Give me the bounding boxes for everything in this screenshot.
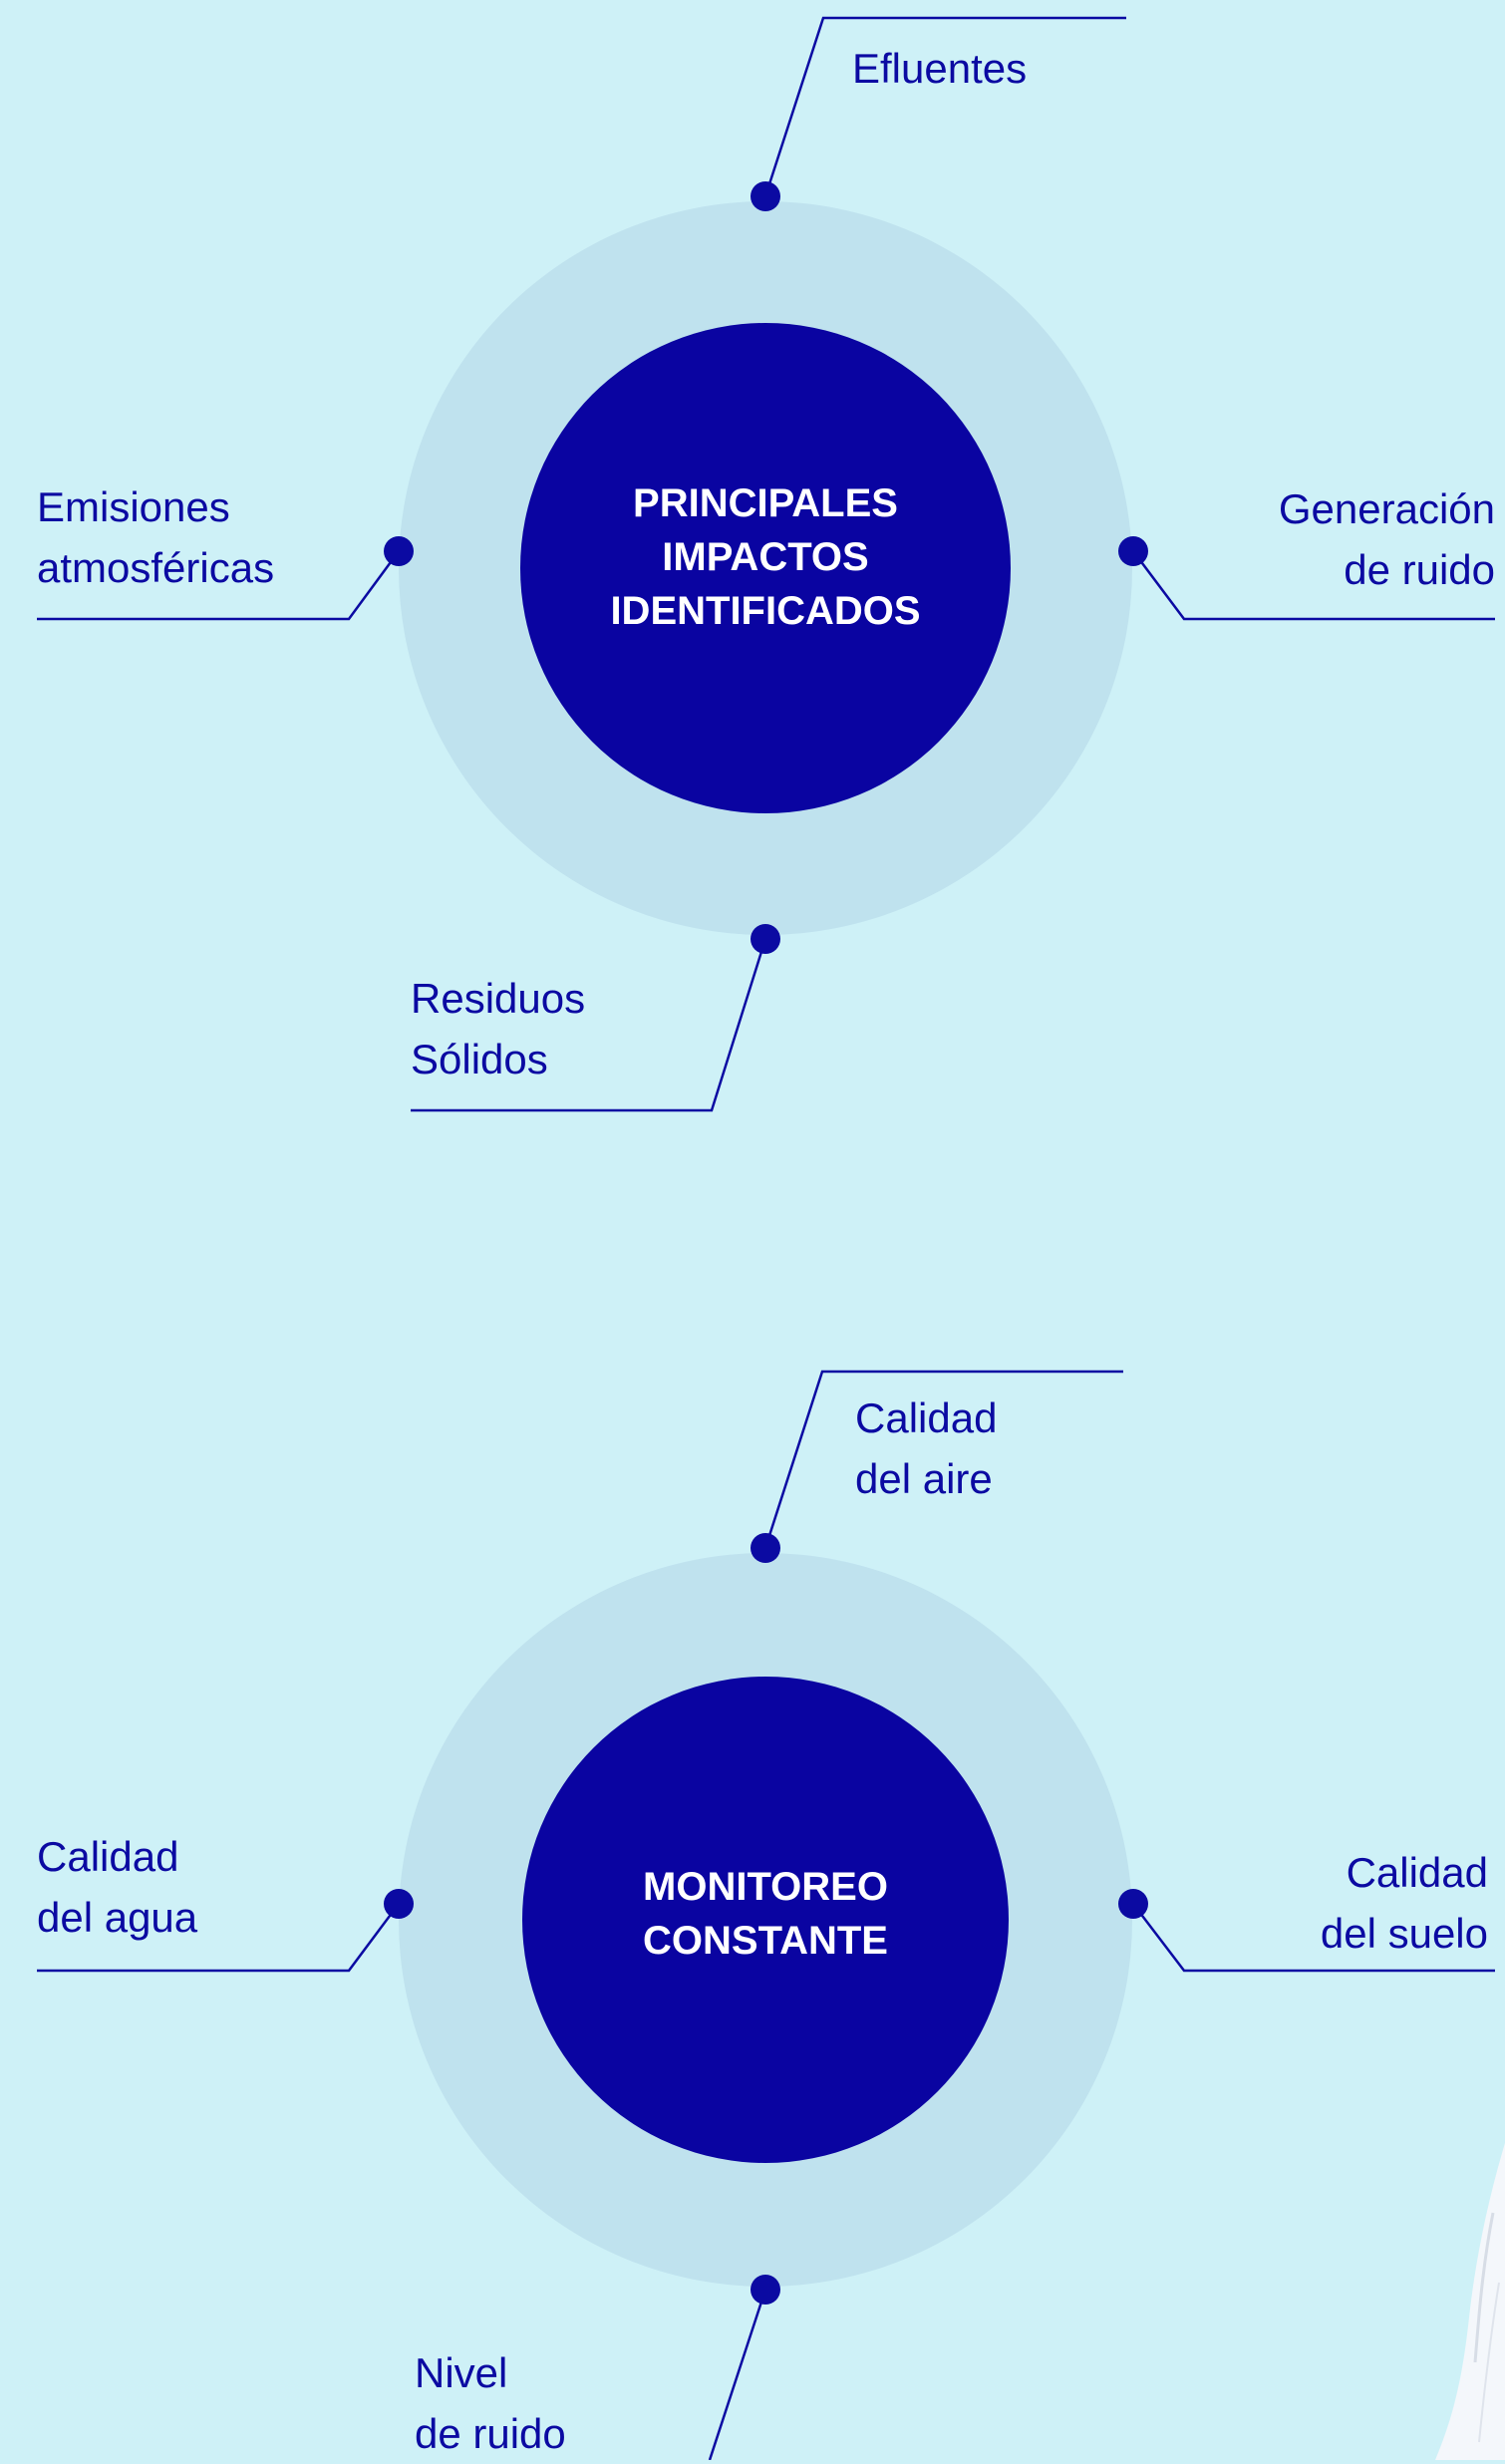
monitoring-bottom-dot — [751, 2275, 780, 2305]
decorative-corner-shape — [1435, 2143, 1505, 2460]
impacts-label-top: Efluentes — [852, 45, 1028, 92]
impacts-top-dot — [751, 181, 780, 211]
monitoring-label-top: Calidad del aire — [855, 1394, 998, 1502]
impacts-center-title: PRINCIPALES IMPACTOS IDENTIFICADOS — [610, 481, 921, 633]
impacts-right-dot — [1118, 536, 1148, 566]
monitoring-right-dot — [1118, 1889, 1148, 1919]
monitoring-right-connector — [1132, 1903, 1495, 1973]
impacts-bottom-connector — [411, 938, 767, 1112]
impacts-left-dot — [384, 536, 414, 566]
monitoring-label-left: Calidad del agua — [37, 1833, 198, 1941]
monitoring-label-right: Calidad del suelo — [1320, 1849, 1488, 1957]
impacts-right-connector — [1132, 550, 1495, 621]
impacts-diagram — [37, 16, 1495, 1112]
impacts-left-connector — [37, 550, 401, 621]
monitoring-inner-circle — [522, 1677, 1009, 2163]
monitoring-bottom-connector — [708, 2289, 767, 2460]
impacts-label-right: Generación de ruido — [1278, 485, 1495, 593]
monitoring-label-bottom: Nivel de ruido — [415, 2349, 566, 2457]
impacts-inner-circle — [520, 323, 1011, 813]
monitoring-diagram — [37, 1370, 1495, 2460]
monitoring-center-title: MONITOREO CONSTANTE — [643, 1865, 888, 1963]
monitoring-top-connector — [763, 1370, 1123, 1549]
impacts-top-connector — [763, 16, 1126, 197]
monitoring-left-connector — [37, 1903, 401, 1973]
impacts-label-left: Emisiones atmosféricas — [37, 483, 275, 591]
monitoring-left-dot — [384, 1889, 414, 1919]
impacts-label-bottom: Residuos Sólidos — [411, 975, 586, 1082]
impacts-bottom-dot — [751, 924, 780, 954]
monitoring-top-dot — [751, 1533, 780, 1563]
